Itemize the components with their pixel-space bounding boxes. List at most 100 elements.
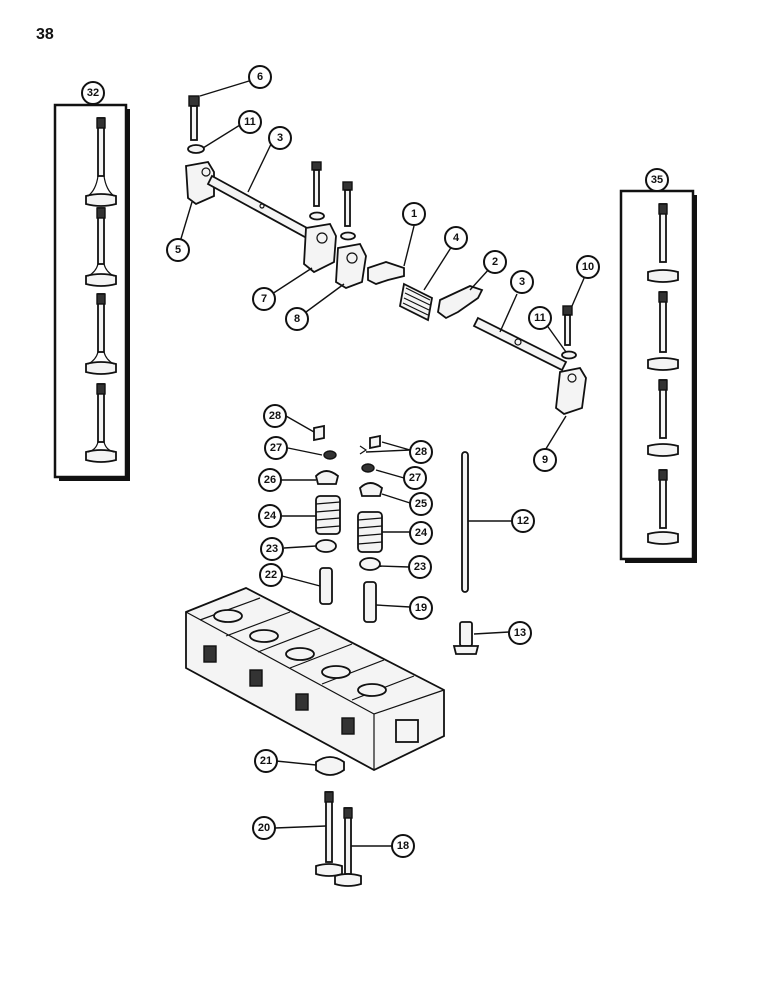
rocker-shaft-3-left [206, 174, 320, 244]
callout-6: 6 [248, 65, 272, 89]
valve-left-2 [85, 207, 117, 287]
callout-3-right: 3 [510, 270, 534, 294]
svg-text:7: 7 [261, 293, 267, 305]
callout-12: 12 [511, 509, 535, 533]
valve-guide-19 [363, 581, 377, 623]
leader-lines [179, 80, 586, 847]
svg-text:27: 27 [409, 472, 421, 484]
callout-8: 8 [285, 307, 309, 331]
valve-seat-insert-21 [315, 756, 345, 776]
valve-seal-23-right [359, 557, 381, 571]
tappet-13 [452, 621, 480, 655]
valve-spring-24-right [357, 511, 383, 553]
valve-keeper-28-right [369, 434, 381, 450]
svg-text:4: 4 [453, 232, 460, 244]
callout-24-left: 24 [258, 504, 282, 528]
callout-32: 32 [81, 81, 105, 105]
svg-text:6: 6 [257, 71, 263, 83]
svg-text:21: 21 [260, 755, 272, 767]
svg-text:26: 26 [264, 474, 276, 486]
callout-20: 20 [252, 816, 276, 840]
svg-text:35: 35 [651, 174, 663, 186]
shaft-support-9 [555, 366, 587, 416]
svg-text:23: 23 [414, 561, 426, 573]
svg-text:9: 9 [542, 454, 548, 466]
svg-text:19: 19 [415, 602, 427, 614]
valve-20 [315, 791, 343, 877]
svg-text:3: 3 [277, 132, 283, 144]
svg-text:3: 3 [519, 276, 525, 288]
svg-text:23: 23 [266, 543, 278, 555]
svg-text:2: 2 [492, 256, 498, 268]
valve-right-4 [647, 469, 679, 545]
spring-retainer-26 [315, 470, 340, 485]
callout-23-left: 23 [260, 537, 284, 561]
valve-keeper-28-left [313, 424, 325, 442]
svg-text:32: 32 [87, 87, 99, 99]
valve-right-2 [647, 291, 679, 371]
push-rod-12 [461, 451, 469, 593]
valve-guide-22 [319, 567, 333, 605]
bolt-10 [562, 305, 573, 346]
svg-text:27: 27 [270, 442, 282, 454]
callout-11-left: 11 [238, 110, 262, 134]
callout-11-right: 11 [528, 306, 552, 330]
svg-text:12: 12 [517, 515, 529, 527]
callout-22: 22 [259, 563, 283, 587]
svg-text:28: 28 [269, 410, 281, 422]
svg-text:24: 24 [415, 527, 428, 539]
shaft-support-5 [185, 161, 215, 206]
bolt-middle-1 [309, 161, 325, 221]
callout-9: 9 [533, 448, 557, 472]
valve-kit-box-35 [619, 189, 697, 563]
callout-21: 21 [254, 749, 278, 773]
bolt-6 [188, 95, 200, 141]
callout-27-right: 27 [403, 466, 427, 490]
callout-13: 13 [508, 621, 532, 645]
valve-left-1 [85, 117, 117, 207]
svg-text:24: 24 [264, 510, 277, 522]
callout-4: 4 [444, 226, 468, 250]
svg-text:1: 1 [411, 208, 417, 220]
valve-cap-27-right [361, 463, 375, 473]
callout-18: 18 [391, 834, 415, 858]
callout-10: 10 [576, 255, 600, 279]
rocker-arm-1 [367, 261, 405, 285]
callout-5: 5 [166, 238, 190, 262]
valve-right-1 [647, 203, 679, 283]
page-number: 38 [36, 26, 54, 43]
valve-right-3 [647, 379, 679, 457]
svg-text:8: 8 [294, 313, 300, 325]
bolt-middle-2 [340, 181, 356, 241]
rocker-spring-4 [398, 282, 434, 322]
spring-retainer-25 [359, 482, 384, 497]
svg-text:5: 5 [175, 244, 181, 256]
shaft-support-8 [335, 242, 367, 289]
svg-text:11: 11 [244, 116, 256, 128]
shaft-support-7 [303, 223, 337, 274]
callout-25: 25 [409, 492, 433, 516]
callout-1: 1 [402, 202, 426, 226]
callout-3-left: 3 [268, 126, 292, 150]
callout-28-left: 28 [263, 404, 287, 428]
callout-24-right: 24 [409, 521, 433, 545]
callout-19: 19 [409, 596, 433, 620]
cylinder-head [185, 587, 445, 772]
svg-text:11: 11 [534, 312, 546, 324]
washer-11-right [561, 350, 577, 360]
valve-left-3 [85, 293, 117, 375]
svg-text:25: 25 [415, 498, 427, 510]
valve-18 [334, 807, 362, 887]
valve-spring-24-left [315, 495, 341, 535]
callout-2: 2 [483, 250, 507, 274]
valve-seal-23-left [315, 539, 337, 553]
valve-cap-27-left [323, 450, 337, 460]
svg-text:18: 18 [397, 840, 409, 852]
svg-text:13: 13 [514, 627, 526, 639]
callout-27-left: 27 [264, 436, 288, 460]
svg-text:20: 20 [258, 822, 270, 834]
callout-28-right: 28 [409, 440, 433, 464]
svg-text:22: 22 [265, 569, 277, 581]
rocker-arm-2 [437, 285, 484, 320]
